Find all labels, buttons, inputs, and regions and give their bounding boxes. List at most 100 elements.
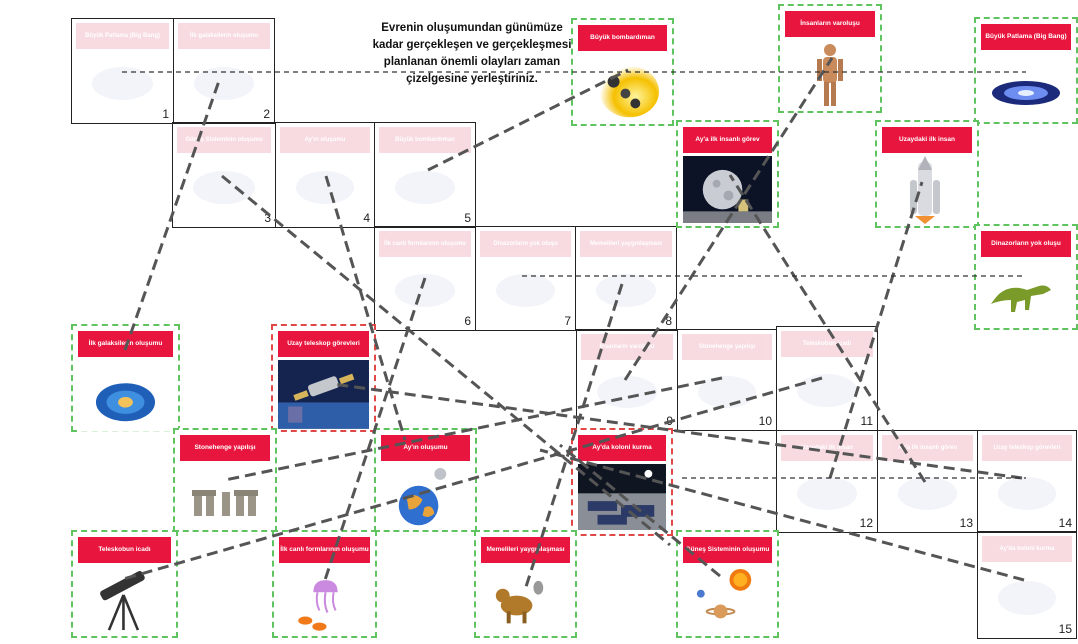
slot-ghost-title: İlk galaksilerin oluşumu	[178, 23, 270, 49]
ghost-image	[295, 170, 355, 205]
slot-ghost-title: Uzaydaki ilk insan	[781, 435, 873, 461]
meteor-icon	[578, 54, 667, 122]
slot-number: 4	[363, 211, 370, 225]
card-teleskop-icadi[interactable]: Teleskobun icadı	[71, 530, 178, 638]
moon-landing-icon	[683, 156, 772, 224]
moon-colony-icon	[578, 464, 666, 531]
slot-number: 13	[959, 516, 973, 530]
slot-ghost-title: Stonehenge yapılışı	[682, 334, 772, 360]
slot-number: 2	[263, 107, 270, 121]
slot-12[interactable]: Uzaydaki ilk insan 12	[776, 430, 878, 533]
ghost-image	[897, 477, 958, 510]
slot-15[interactable]: Ay'da koloni kurma 15	[977, 531, 1077, 639]
card-insanlarin-varolusu[interactable]: İnsanların varoluşu	[778, 4, 882, 113]
card-ilk-galaksiler[interactable]: İlk galaksilerin oluşumu	[71, 324, 180, 432]
card-ay-koloni[interactable]: Ay'da koloni kurma	[571, 428, 673, 536]
slot-number: 10	[758, 414, 772, 428]
slot-8[interactable]: Memelileri yaygınlaşması 8	[575, 226, 677, 331]
slot-5[interactable]: Büyük bombardıman 5	[374, 122, 476, 228]
slot-number: 3	[264, 211, 271, 225]
card-title: Büyük Patlama (Big Bang)	[981, 24, 1071, 50]
slot-number: 14	[1058, 516, 1072, 530]
galaxy-disk-icon	[981, 53, 1071, 121]
card-uzaydaki-ilk-insan[interactable]: Uzaydaki ilk insan	[875, 120, 979, 228]
card-uzay-teleskop[interactable]: Uzay teleskop görevleri	[271, 324, 376, 432]
card-ilk-canli[interactable]: İlk canlı formlarının oluşumu	[272, 530, 377, 638]
card-title: Ay'da koloni kurma	[578, 435, 666, 461]
slot-10[interactable]: Stonehenge yapılışı 10	[677, 329, 777, 431]
card-title: Büyük bombardıman	[578, 25, 667, 51]
ghost-image	[596, 274, 656, 308]
card-stonehenge[interactable]: Stonehenge yapılışı	[173, 428, 277, 532]
ghost-image	[697, 376, 757, 408]
card-title: İlk galaksilerin oluşumu	[78, 331, 173, 357]
slot-6[interactable]: İlk canlı formlarının oluşumu 6	[374, 226, 476, 331]
card-title: Uzaydaki ilk insan	[882, 127, 972, 153]
slot-ghost-title: Memelileri yaygınlaşması	[580, 231, 672, 257]
slot-2[interactable]: İlk galaksilerin oluşumu 2	[173, 18, 275, 124]
dinosaur-icon	[981, 260, 1071, 328]
slot-number: 11	[860, 414, 873, 428]
ghost-image	[92, 66, 153, 101]
slot-number: 12	[859, 516, 873, 530]
ghost-image	[495, 274, 556, 308]
card-title: Teleskobun icadı	[78, 537, 171, 563]
slot-3[interactable]: Güneş Sisteminin oluşumu 3	[172, 122, 276, 228]
slot-number: 5	[464, 211, 471, 225]
slot-ghost-title: Büyük Patlama (Big Bang)	[76, 23, 169, 49]
earth-moon-icon	[381, 464, 470, 529]
ghost-image	[193, 170, 255, 205]
slot-ghost-title: Büyük bombardıman	[379, 127, 471, 153]
slot-4[interactable]: Ay'ın oluşumu 4	[275, 122, 375, 228]
slot-number: 8	[665, 314, 672, 328]
slot-9[interactable]: İnsanların varoluşu 9	[576, 329, 678, 431]
slot-number: 15	[1058, 622, 1072, 636]
telescope-icon	[78, 566, 171, 637]
slot-7[interactable]: Dinazorların yok oluşu 7	[475, 226, 576, 331]
ghost-image	[194, 66, 254, 101]
slot-ghost-title: Teleskobun icadı	[781, 331, 873, 357]
ghost-image	[395, 170, 455, 205]
card-title: Ay'a ilk insanlı görev	[683, 127, 772, 153]
card-big-bang[interactable]: Büyük Patlama (Big Bang)	[974, 17, 1078, 124]
card-memeliler[interactable]: Memelileri yaygınlaşması	[474, 530, 577, 638]
slot-number: 6	[464, 314, 471, 328]
mammal-icon	[481, 566, 570, 634]
card-buyuk-bombardiman[interactable]: Büyük bombardıman	[571, 18, 674, 126]
slot-14[interactable]: Uzay teleskop görevleri 14	[977, 430, 1077, 533]
slot-13[interactable]: Ay'a ilk insanlı görev 13	[877, 430, 978, 533]
human-icon	[785, 40, 875, 110]
ghost-image	[997, 580, 1057, 615]
ghost-image	[395, 274, 455, 308]
slot-11[interactable]: Teleskobun icadı 11	[776, 326, 878, 431]
card-dinazorlarin-yok-olusu[interactable]: Dinazorların yok oluşu	[974, 224, 1078, 330]
slot-ghost-title: Ay'ın oluşumu	[280, 127, 370, 153]
card-gunes-sistemi[interactable]: Güneş Sisteminin oluşumu	[676, 530, 779, 638]
card-title: Dinazorların yok oluşu	[981, 231, 1071, 257]
slot-number: 9	[666, 414, 673, 428]
instruction-text: Evrenin oluşumundan günümüze kadar gerçe…	[372, 22, 572, 85]
rocket-icon	[882, 156, 972, 224]
card-ay-ilk-insanli-gorev[interactable]: Ay'a ilk insanlı görev	[676, 120, 779, 228]
ghost-image	[597, 376, 657, 408]
slot-ghost-title: Dinazorların yok oluşu	[480, 231, 571, 257]
slot-ghost-title: Güneş Sisteminin oluşumu	[177, 127, 271, 153]
stonehenge-icon	[180, 464, 270, 529]
card-title: Ay'ın oluşumu	[381, 435, 470, 461]
slot-1[interactable]: Büyük Patlama (Big Bang) 1	[71, 18, 174, 124]
solar-system-icon	[683, 566, 772, 634]
card-ay-olusumu[interactable]: Ay'ın oluşumu	[374, 428, 477, 532]
ghost-image	[797, 477, 857, 510]
slot-number: 7	[564, 314, 571, 328]
spiral-galaxy-icon	[78, 360, 173, 432]
slot-ghost-title: İlk canlı formlarının oluşumu	[379, 231, 471, 257]
card-title: İlk canlı formlarının oluşumu	[279, 537, 370, 563]
card-title: Memelileri yaygınlaşması	[481, 537, 570, 563]
card-title: Stonehenge yapılışı	[180, 435, 270, 461]
space-telescope-icon	[278, 360, 369, 429]
slot-ghost-title: Uzay teleskop görevleri	[982, 435, 1072, 461]
card-title: Uzay teleskop görevleri	[278, 331, 369, 357]
jellyfish-icon	[279, 566, 370, 635]
slot-ghost-title: İnsanların varoluşu	[581, 334, 673, 360]
